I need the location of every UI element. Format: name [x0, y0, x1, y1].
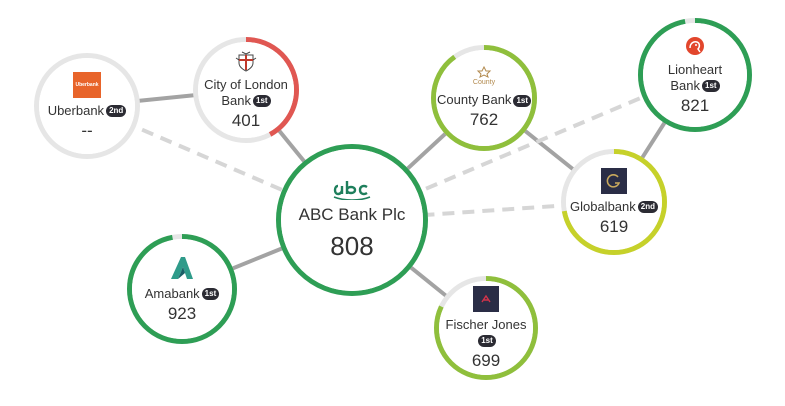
amabank-logo-icon — [169, 255, 195, 281]
ring-progress-amabank — [127, 234, 237, 344]
london-crest-icon — [235, 50, 257, 72]
fischer-logo-icon — [473, 285, 499, 312]
node-name: Lionheart Bank — [667, 61, 723, 93]
node-name: Globalbank — [569, 198, 636, 214]
county-logo-icon — [476, 66, 492, 78]
node-name: Fischer Jones — [445, 316, 527, 332]
ring-progress-globalbank — [561, 149, 667, 255]
node-name: Amabank — [144, 285, 200, 301]
globalbank-logo-icon — [601, 167, 627, 194]
county-logo-text: County — [472, 79, 496, 86]
node-score: 808 — [330, 231, 374, 261]
uberbank-logo-icon: Uberbank — [73, 71, 101, 98]
rank-badge: 2nd — [106, 105, 127, 118]
ring-progress-lionheart — [638, 18, 752, 132]
node-name: ABC Bank Plc — [298, 205, 406, 224]
rank-badge: 1st — [478, 335, 496, 348]
node-score: 401 — [231, 110, 261, 130]
rank-badge: 1st — [702, 80, 720, 93]
rank-badge: 1st — [201, 288, 220, 301]
lionheart-logo-icon — [684, 35, 706, 57]
node-fischer-jones[interactable]: Fischer Jones 1st 699 — [439, 281, 533, 375]
node-abc-bank[interactable]: ABC Bank Plc 808 — [281, 149, 423, 291]
node-score: 923 — [167, 303, 197, 323]
rank-badge: 1st — [513, 94, 531, 107]
node-score: 699 — [471, 350, 501, 370]
node-score: 821 — [680, 95, 710, 115]
node-score: 619 — [599, 216, 629, 236]
ring-progress-abc — [276, 144, 428, 296]
node-name: City of London Bank — [204, 76, 288, 108]
abc-logo-icon — [332, 178, 372, 200]
node-score: -- — [81, 120, 93, 140]
node-score: 762 — [469, 110, 499, 129]
node-name: County Bank — [437, 92, 512, 107]
ring-progress-london — [193, 37, 299, 143]
rank-badge: 1st — [253, 95, 271, 108]
ring-progress-county — [431, 45, 537, 151]
node-name: Uberbank — [47, 102, 105, 118]
rank-badge: 2nd — [637, 201, 658, 214]
ring-progress-fischer — [434, 276, 538, 380]
